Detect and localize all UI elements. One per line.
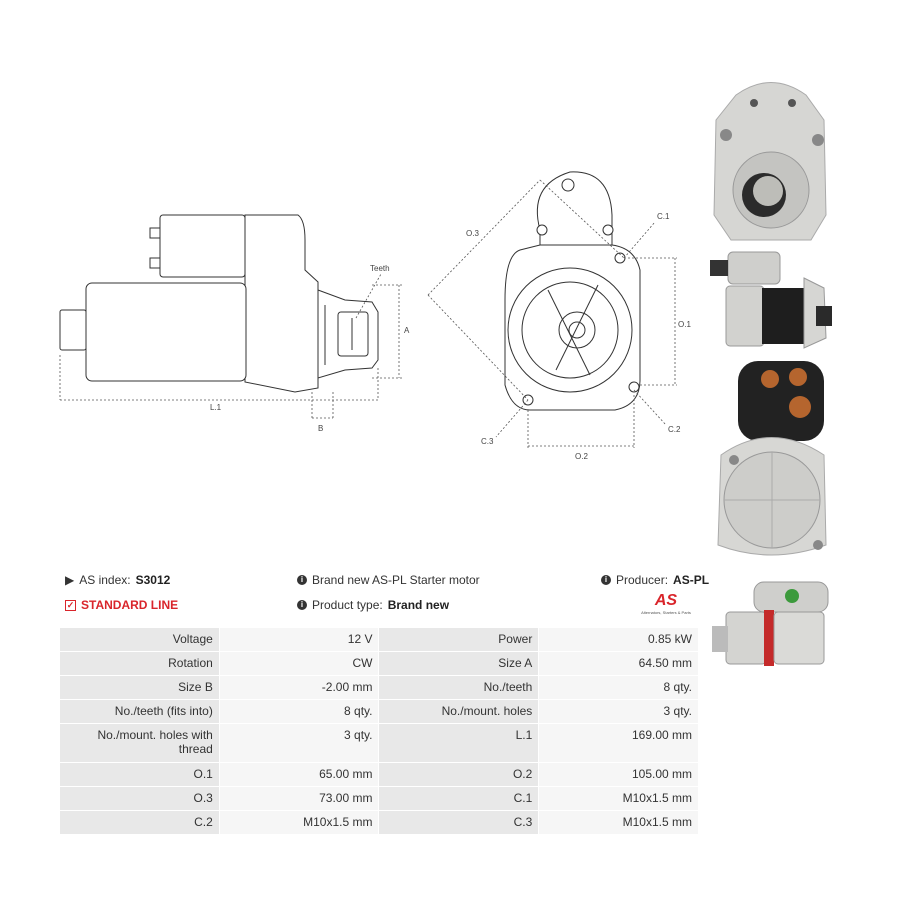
standard-line-badge: ✓ STANDARD LINE	[65, 598, 178, 612]
as-pl-logo: AS Alternators, Starters & Parts	[633, 592, 699, 620]
product-photo-side	[706, 248, 836, 353]
spec-value: M10x1.5 mm	[218, 810, 380, 835]
product-photo-rear	[706, 355, 836, 565]
spec-label: Size B	[59, 675, 220, 700]
spec-value: M10x1.5 mm	[538, 786, 699, 811]
product-photo-angle	[706, 578, 836, 673]
label-teeth: Teeth	[370, 264, 390, 273]
spec-label: O.2	[378, 762, 540, 787]
spec-value: 73.00 mm	[218, 786, 380, 811]
side-view-drawing	[59, 214, 379, 393]
product-type-label: Product type:	[312, 598, 383, 612]
spec-value: 12 V	[218, 627, 380, 652]
producer-label: Producer:	[616, 573, 669, 587]
spec-value: CW	[218, 651, 380, 676]
spec-value: M10x1.5 mm	[538, 810, 699, 835]
spec-row: No./teeth (fits into)8 qty.No./mount. ho…	[59, 699, 699, 724]
spec-label: No./mount. holes	[378, 699, 540, 724]
as-index-label: AS index:	[79, 573, 131, 587]
spec-label: L.1	[378, 723, 540, 763]
spec-label: O.1	[59, 762, 220, 787]
technical-drawing: Teeth A B L.1 O.1 O.2 O.3 C.1 C.2 C.3	[59, 171, 691, 461]
info-icon: i	[297, 600, 307, 610]
spec-label: Power	[378, 627, 540, 652]
label-c3: C.3	[481, 437, 494, 446]
spec-value: 105.00 mm	[538, 762, 699, 787]
spec-value: 8 qty.	[538, 675, 699, 700]
product-description: i Brand new AS-PL Starter motor	[297, 573, 480, 587]
label-c1: C.1	[657, 212, 670, 221]
info-icon: i	[601, 575, 611, 585]
spec-label: No./mount. holes with thread	[59, 723, 220, 763]
producer-value: AS-PL	[673, 573, 710, 587]
producer: i Producer: AS-PL	[601, 573, 709, 587]
spec-value: 65.00 mm	[218, 762, 380, 787]
front-view-drawing	[504, 171, 641, 411]
spec-label: C.2	[59, 810, 220, 835]
info-icon: i	[297, 575, 307, 585]
product-type-value: Brand new	[387, 598, 450, 612]
spec-value: 3 qty.	[538, 699, 699, 724]
spec-label: Voltage	[59, 627, 220, 652]
spec-value: 8 qty.	[218, 699, 380, 724]
label-c2: C.2	[668, 425, 681, 434]
spec-label: No./teeth (fits into)	[59, 699, 220, 724]
label-l1: L.1	[210, 403, 222, 412]
spec-label: Size A	[378, 651, 540, 676]
label-o2: O.2	[575, 452, 588, 461]
spec-value: -2.00 mm	[218, 675, 380, 700]
spec-label: Rotation	[59, 651, 220, 676]
product-photo-front	[706, 75, 836, 245]
label-o3: O.3	[466, 229, 479, 238]
standard-line-label: STANDARD LINE	[81, 598, 179, 612]
description-text: Brand new AS-PL Starter motor	[312, 573, 480, 587]
spec-value: 0.85 kW	[538, 627, 699, 652]
spec-value: 64.50 mm	[538, 651, 699, 676]
tag-icon: ▶	[65, 573, 75, 587]
spec-value: 3 qty.	[218, 723, 380, 763]
as-index: ▶ AS index: S3012	[65, 573, 170, 587]
spec-label: O.3	[59, 786, 220, 811]
spec-label: No./teeth	[378, 675, 540, 700]
logo-text: AS	[654, 592, 678, 609]
spec-label: C.1	[378, 786, 540, 811]
as-index-value: S3012	[135, 573, 171, 587]
label-a: A	[404, 326, 410, 335]
logo-tagline: Alternators, Starters & Parts	[641, 610, 691, 615]
checkbox-icon: ✓	[65, 599, 76, 611]
spec-value: 169.00 mm	[538, 723, 699, 763]
label-b: B	[318, 424, 323, 433]
product-type: i Product type: Brand new	[297, 598, 449, 612]
spec-label: C.3	[378, 810, 540, 835]
label-o1: O.1	[678, 320, 691, 329]
